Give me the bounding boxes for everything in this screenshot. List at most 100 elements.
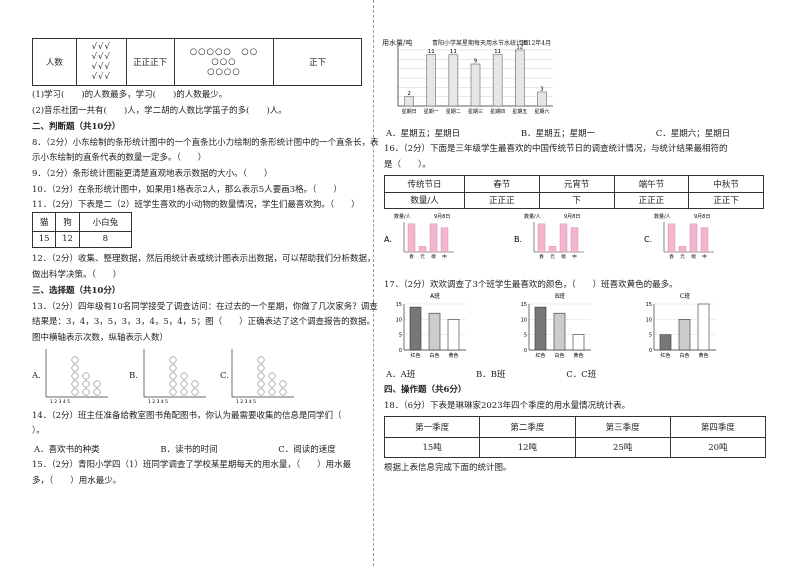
smiley-face-icon	[268, 380, 276, 388]
smiley-face-icon	[82, 372, 90, 380]
question-15-line-2: 多，（ ）用水最少。	[32, 476, 122, 486]
bar-value-label: 11	[428, 49, 435, 55]
bar-value-label: 3	[540, 87, 544, 93]
festival-cell-lantern: 下	[538, 191, 615, 209]
q13-option-a: A.	[32, 371, 41, 381]
festival-x-label: 春	[539, 253, 544, 260]
festival-x-label: 中	[572, 253, 577, 260]
question-11: 11．（2分）下表是二（2）班学生喜欢的小动物的数量情况，学生们最喜欢狗。（ ）	[32, 200, 360, 210]
smiley-face-icon	[93, 388, 101, 396]
smiley-face-icon	[71, 388, 79, 396]
smiley-face-icon	[257, 388, 265, 396]
festival-x-label: 端	[691, 253, 696, 260]
bar	[470, 63, 481, 107]
question-13-line-1: 13．（2分）四年级有10名同学接受了调查访问：在过去的一个星期，你做了几次家务…	[32, 302, 378, 312]
festival-row-label: 数量/人	[384, 191, 465, 209]
class-y-tick: 15	[646, 302, 652, 308]
q14-option-b[interactable]: B．读书的时间	[160, 445, 218, 455]
q15-option-a[interactable]: A．星期五；星期日	[386, 129, 461, 139]
bar	[426, 54, 437, 107]
festival-x-label: 元	[680, 254, 685, 260]
festival-option-letter: A.	[384, 235, 392, 244]
question-14-line-1: 14．（2分）班主任准备给教室图书角配图书，你认为最需要收集的信息是同学们（	[32, 411, 342, 421]
festival-cell-spring: 正正正	[464, 191, 540, 209]
class-bar	[678, 319, 691, 351]
question-8-line-1: 8．（2分）小东绘制的条形统计图中的一个直条比小力绘制的条形统计图中的一个直条长…	[32, 138, 379, 148]
festival-header-midautumn: 中秋节	[688, 175, 764, 193]
class-chart-title: C班	[680, 292, 690, 300]
festival-table: 传统节日 春节 元宵节 端午节 中秋节 数量/人 正正正 下 正正正 正正下	[384, 175, 764, 209]
q13-option-c: C.	[220, 371, 229, 381]
festival-bar	[440, 227, 449, 253]
q15-option-c[interactable]: C．星期六；星期日	[655, 129, 731, 139]
class-y-tick: 0	[524, 348, 527, 354]
smiley-face-icon	[169, 388, 177, 396]
season-header-q1: 第一季度	[383, 416, 481, 438]
festival-bar	[537, 223, 546, 253]
class-y-tick: 5	[649, 333, 652, 339]
festival-bar	[559, 223, 568, 253]
class-y-tick: 15	[521, 302, 527, 308]
season-table: 第一季度 第二季度 第三季度 第四季度 15吨 12吨 25吨 20吨	[383, 416, 767, 458]
class-y-tick: 0	[399, 348, 402, 354]
festival-x-label: 元	[420, 254, 425, 260]
class-bar	[428, 312, 441, 351]
smiley-face-icon	[82, 388, 90, 396]
festival-x-label: 中	[442, 253, 447, 260]
class-y-tick: 5	[399, 333, 402, 339]
x-tick-label: 星期日	[402, 109, 417, 115]
animal-header-dog: 狗	[55, 212, 80, 232]
question-13-line-3: 图中横轴表示次数，纵轴表示人数）	[32, 333, 169, 343]
q15-option-b[interactable]: B．星期五；星期一	[520, 129, 596, 139]
class-y-tick: 0	[649, 348, 652, 354]
bar-value-label: 2	[407, 91, 411, 97]
section-4-heading: 四、操作题（共6分）	[384, 385, 467, 395]
class-x-label: 黄色	[448, 352, 458, 359]
festival-bar	[429, 223, 438, 253]
festival-bar	[667, 223, 676, 253]
smiley-face-icon	[268, 372, 276, 380]
water-chart-date: 2012年4月	[520, 40, 552, 47]
bar-value-label: 11	[494, 49, 501, 55]
festival-x-label: 端	[431, 253, 436, 260]
class-y-tick: 15	[396, 302, 402, 308]
q17-option-a[interactable]: A．A班	[386, 370, 416, 380]
smiley-face-icon	[180, 380, 188, 388]
bar	[404, 96, 414, 107]
x-tick-label: 星期四	[490, 109, 505, 115]
season-value-q3: 25吨	[574, 436, 671, 458]
festival-bar	[700, 227, 709, 253]
season-value-q4: 20吨	[669, 436, 767, 458]
tally-cell-zheng-2: 正下	[273, 38, 362, 86]
festival-chart-date: 9月8日	[434, 214, 450, 220]
x-tick-label: 星期六	[534, 108, 549, 115]
question-14-line-2: ）。	[32, 426, 45, 436]
smiley-face-icon	[257, 364, 265, 372]
class-bar	[697, 303, 710, 351]
q17-option-b[interactable]: B．B班	[475, 370, 506, 380]
q14-option-a[interactable]: A．喜欢书的种类	[34, 445, 100, 455]
question-14-options: A．喜欢书的种类 B．读书的时间 C．阅读的速度	[34, 443, 394, 455]
color-charts-svg: A班051015红色白色黄色B班051015红色白色黄色C班051015红色白色…	[396, 292, 716, 359]
animal-value-dog: 12	[55, 230, 80, 249]
section-2-heading: 二、判断题（共10分）	[32, 122, 121, 132]
q17-option-c[interactable]: C．C班	[566, 370, 597, 380]
q14-option-c[interactable]: C．阅读的速度	[278, 445, 336, 455]
question-15-options: A．星期五；星期日 B．星期五；星期一 C．星期六；星期日	[386, 127, 788, 139]
bar-value-label: 12	[516, 45, 523, 51]
class-y-tick: 10	[646, 317, 652, 323]
smiley-face-icon	[169, 364, 177, 372]
animal-value-cat: 15	[31, 230, 57, 249]
class-x-label: 红色	[535, 352, 545, 359]
question-17-options: A．A班 B．B班 C．C班	[386, 368, 654, 380]
festival-option-letter: C.	[644, 235, 652, 244]
festival-x-label: 春	[409, 253, 414, 260]
question-18: 18．（6分）下表是琳琳家2023年四个季度的用水量情况统计表。	[384, 401, 631, 411]
smiley-face-icon	[279, 380, 287, 388]
